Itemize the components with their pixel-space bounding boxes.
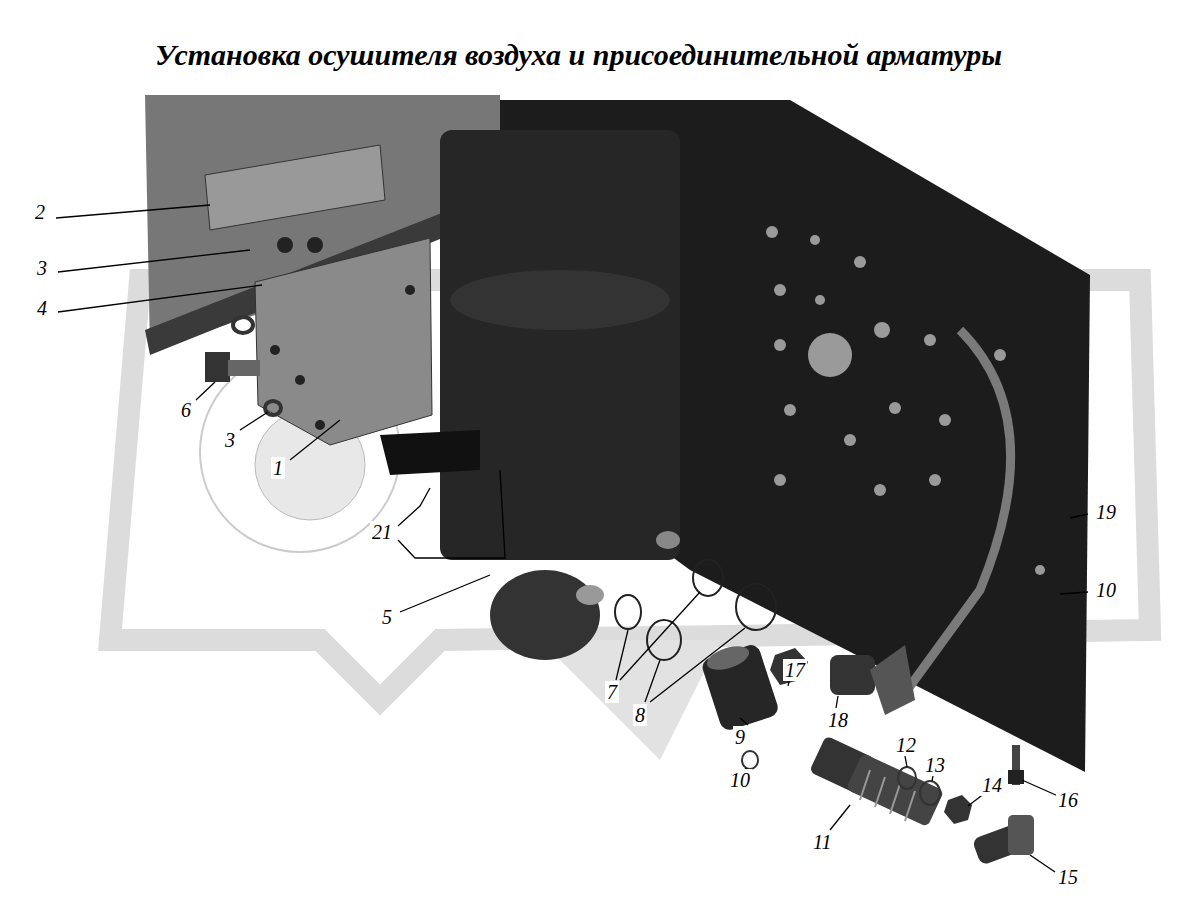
callout-number: 8: [633, 704, 647, 726]
callout-number: 11: [811, 831, 834, 853]
dryer-inlet: [656, 531, 680, 549]
ring: [920, 781, 940, 805]
callout-number: 16: [1056, 789, 1080, 811]
seal-rings: [615, 560, 776, 660]
dryer-ring: [450, 270, 670, 330]
callout-number: 18: [826, 709, 850, 731]
washer: [233, 317, 253, 333]
plate: [205, 145, 385, 230]
diagram-title: Установка осушителя воздуха и присоедини…: [155, 38, 1002, 72]
bolt: [205, 352, 260, 382]
callout-number: 4: [35, 297, 49, 319]
callout-number: 12: [894, 734, 918, 756]
elbow: [972, 815, 1034, 866]
callout-number: 1: [271, 457, 285, 479]
callout-number: 7: [605, 681, 619, 703]
fitting: [700, 642, 780, 733]
callout-number: 3: [223, 429, 237, 451]
callout-number: 21: [370, 521, 394, 543]
callout-number: 6: [179, 399, 193, 421]
nut: [944, 795, 972, 824]
callout-number: 19: [1094, 501, 1118, 523]
dryer-base: [490, 570, 600, 660]
callout-number: 9: [733, 726, 747, 748]
nut: [770, 648, 808, 685]
bracket-holes: [270, 237, 415, 430]
air-dryer: [440, 130, 680, 560]
leader-lines: [56, 205, 1088, 872]
callout-number: 5: [380, 606, 394, 628]
callout-number: 10: [1094, 579, 1118, 601]
callout-number: 13: [923, 754, 947, 776]
small-ring: [742, 751, 758, 769]
screw: [1008, 745, 1024, 785]
valve: [809, 735, 944, 827]
elbow-fitting: [830, 645, 915, 715]
hose: [900, 330, 1011, 700]
bracket: [255, 238, 432, 445]
callout-number: 10: [728, 769, 752, 791]
watermark-arrow: [540, 640, 720, 760]
callout-number: 15: [1056, 866, 1080, 888]
ring: [898, 767, 916, 789]
callout-number: 14: [980, 774, 1004, 796]
callout-number: 17: [783, 659, 807, 681]
callout-number: 3: [35, 257, 49, 279]
dryer-outlet: [576, 585, 604, 605]
callout-number: 2: [33, 201, 47, 223]
dryer-port: [380, 430, 480, 475]
